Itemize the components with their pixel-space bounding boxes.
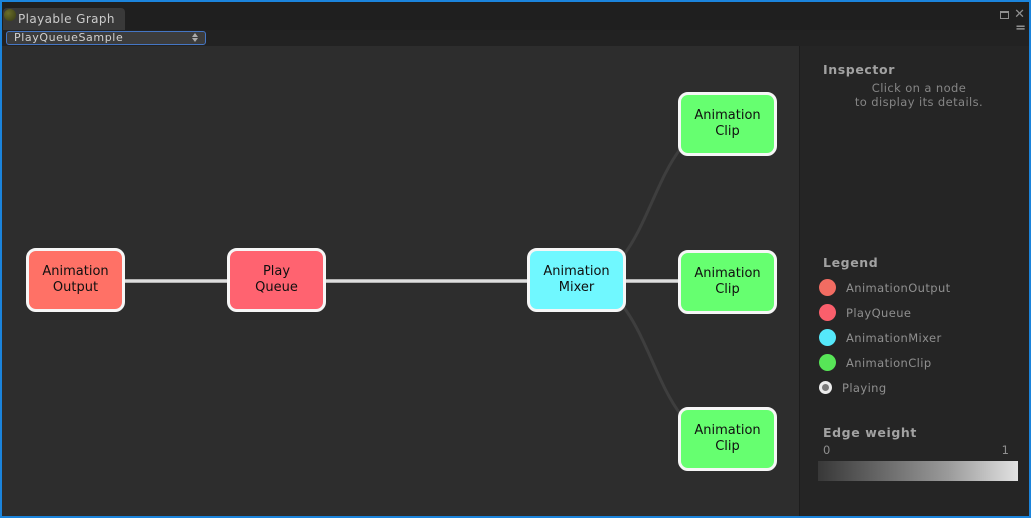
window-status-dot-icon	[4, 9, 16, 21]
node-play-queue[interactable]: Play Queue	[227, 248, 326, 312]
inspector-hint: Click on a node to display its details.	[854, 81, 984, 109]
side-panel: Inspector Click on a node to display its…	[799, 46, 1029, 516]
graph-toolbar: PlayQueueSample	[2, 30, 1029, 47]
legend-item-play-queue: PlayQueue	[800, 300, 1029, 325]
node-label: Play	[262, 264, 291, 279]
node-label: Animation	[543, 264, 610, 279]
playing-dot-icon	[819, 381, 832, 394]
graph-selector-value: PlayQueueSample	[14, 31, 124, 44]
animation-output-dot-icon	[819, 279, 836, 296]
animation-mixer-dot-icon	[819, 329, 836, 346]
legend-item-playing: Playing	[800, 375, 1029, 400]
node-label: Clip	[715, 124, 740, 139]
node-animation-clip-bottom[interactable]: Animation Clip	[678, 407, 777, 471]
graph-canvas[interactable]: Animation Output Play Queue Animation Mi…	[2, 46, 799, 516]
node-animation-clip-top[interactable]: Animation Clip	[678, 92, 777, 156]
hamburger-icon: ≡	[1015, 23, 1026, 36]
edge-weight-min: 0	[823, 443, 831, 457]
edge-weight-gradient-bar	[818, 461, 1018, 481]
node-animation-output[interactable]: Animation Output	[26, 248, 125, 312]
edge-weight-max: 1	[1001, 443, 1009, 457]
node-label: Animation	[694, 266, 761, 281]
dropdown-arrows-icon	[192, 33, 198, 42]
restore-window-icon[interactable]	[1000, 11, 1009, 19]
close-window-icon[interactable]: ✕	[1014, 7, 1025, 22]
edge-weight-scale: 0 1	[823, 443, 1009, 457]
legend: AnimationOutput PlayQueue AnimationMixer…	[800, 275, 1029, 400]
tab-playable-graph[interactable]: Playable Graph	[3, 8, 125, 30]
node-animation-clip-middle[interactable]: Animation Clip	[678, 250, 777, 314]
animation-clip-dot-icon	[819, 354, 836, 371]
legend-item-animation-clip: AnimationClip	[800, 350, 1029, 375]
legend-title: Legend	[823, 255, 879, 270]
inspector-title: Inspector	[823, 62, 895, 77]
edge-weight-title: Edge weight	[823, 425, 917, 440]
legend-item-animation-output: AnimationOutput	[800, 275, 1029, 300]
node-label: Mixer	[558, 280, 595, 295]
play-queue-dot-icon	[819, 304, 836, 321]
node-label: Queue	[255, 280, 298, 295]
node-label: Clip	[715, 282, 740, 297]
node-label: Animation	[694, 423, 761, 438]
node-label: Clip	[715, 439, 740, 454]
node-label: Animation	[694, 108, 761, 123]
node-animation-mixer[interactable]: Animation Mixer	[527, 248, 626, 312]
node-label: Output	[52, 280, 99, 295]
tab-bar: Playable Graph ✕ ≡	[2, 2, 1029, 36]
node-label: Animation	[42, 264, 109, 279]
legend-item-animation-mixer: AnimationMixer	[800, 325, 1029, 350]
graph-selector-dropdown[interactable]: PlayQueueSample	[6, 31, 206, 45]
